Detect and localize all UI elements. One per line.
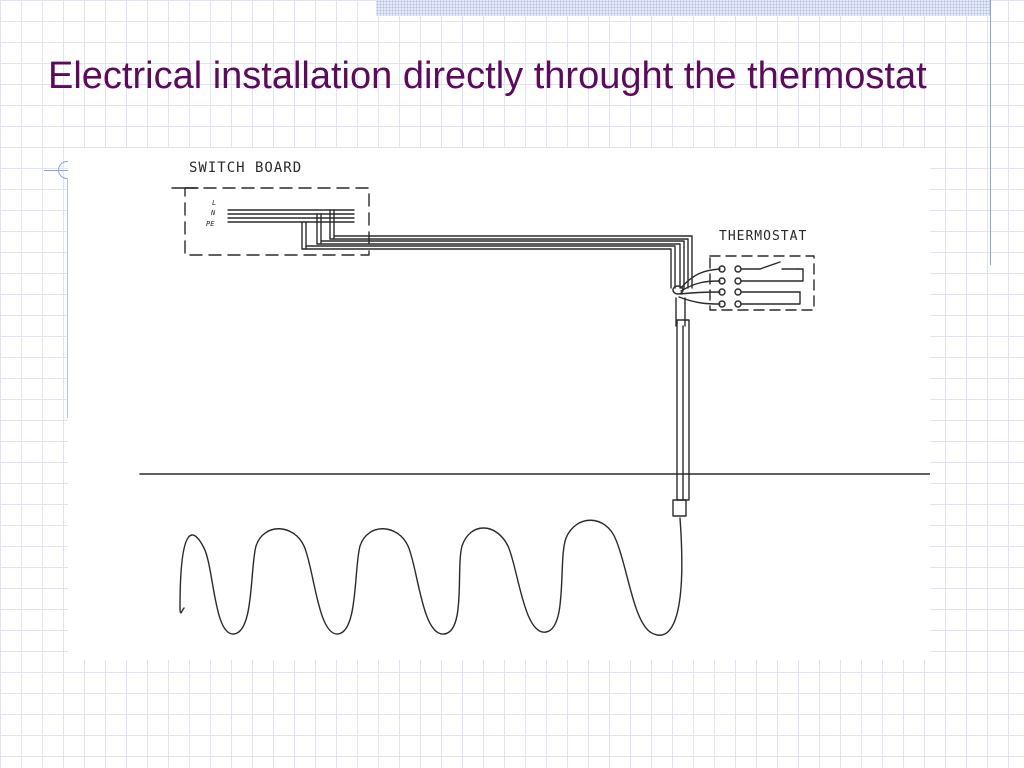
thermostat-enclosure	[709, 255, 815, 311]
slide-title: Electrical installation directly through…	[48, 55, 927, 97]
accent-vertical-line	[990, 0, 991, 265]
thermostat-feed-wires	[678, 268, 721, 305]
conductor-label-l: L	[212, 199, 216, 207]
switch-board-label: SWITCH BOARD	[189, 160, 302, 176]
wiring-diagram-svg: SWITCH BOARD THERMOSTAT L N PE	[139, 160, 930, 636]
left-guide-line	[67, 178, 68, 418]
switch-board-enclosure	[184, 187, 370, 256]
thermostat-label: THERMOSTAT	[719, 229, 807, 244]
wiring-diagram: SWITCH BOARD THERMOSTAT L N PE	[68, 148, 930, 660]
switch-board-drops	[301, 209, 335, 250]
supply-cable	[301, 235, 693, 289]
header-band	[376, 0, 991, 16]
cold-tail-joint	[672, 499, 687, 517]
thermostat-terminals	[718, 265, 742, 308]
conduit	[675, 297, 690, 501]
switch-board-busbars	[227, 209, 355, 223]
heating-cable	[179, 517, 683, 636]
conductor-label-pe: PE	[206, 220, 215, 228]
thermostat-switch	[740, 261, 804, 305]
conductor-label-n: N	[210, 209, 216, 217]
